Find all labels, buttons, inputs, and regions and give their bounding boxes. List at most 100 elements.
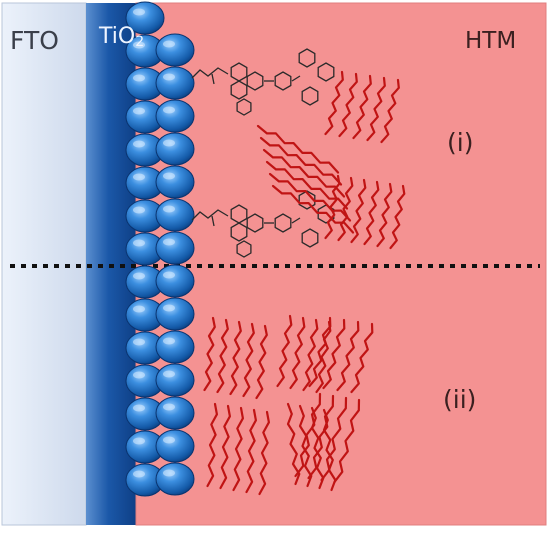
sphere-highlight (133, 8, 145, 16)
bond (291, 75, 301, 82)
sphere-highlight (163, 436, 175, 444)
tio2-sphere (155, 198, 195, 232)
ring (298, 190, 316, 210)
polymer-chain (336, 320, 360, 392)
polymer-chain (376, 182, 393, 248)
polymer-chain (308, 316, 332, 388)
polymer-chain (352, 74, 372, 140)
sphere-highlight (133, 470, 145, 478)
ring (317, 62, 335, 82)
sphere-highlight (163, 370, 175, 378)
htm-polymer-chains (203, 70, 406, 496)
case-ii-label: (ii) (443, 385, 477, 414)
tio2-sphere (155, 132, 195, 166)
sphere-highlight (163, 469, 175, 477)
tio2-sphere (155, 264, 195, 298)
polymer-chain (258, 410, 270, 496)
tio2-sphere (155, 462, 195, 496)
polymer-chain (366, 76, 386, 142)
polymer-chain (333, 398, 361, 484)
polymer-chain (315, 320, 332, 394)
sphere-highlight (163, 139, 175, 147)
tio2-sphere (155, 66, 195, 100)
polymer-chain (229, 320, 242, 396)
polymer-chain (350, 178, 367, 244)
polymer-chain (320, 396, 348, 482)
sphere-highlight (133, 74, 145, 82)
sphere-highlight (133, 437, 145, 445)
tio2-nanoparticles (125, 1, 195, 497)
tio2-sphere (155, 330, 195, 364)
sphere-highlight (163, 172, 175, 180)
polymer-chain (338, 72, 358, 138)
cyano-group (211, 215, 215, 227)
tio2-label: TiO2 (99, 24, 144, 50)
sphere-highlight (133, 206, 145, 214)
anchor-chain (191, 209, 229, 221)
sphere-highlight (163, 337, 175, 345)
sphere-highlight (133, 107, 145, 115)
polymer-chain (322, 318, 346, 390)
polymer-chain (219, 404, 231, 490)
polymer-chain (298, 404, 313, 488)
tio2-sphere (155, 429, 195, 463)
sphere-highlight (133, 41, 145, 49)
ring (236, 240, 252, 258)
polymer-chain (206, 402, 218, 488)
polymer-chain (286, 402, 301, 486)
polymer-chain (389, 184, 406, 250)
polymer-chain (256, 124, 340, 174)
sphere-highlight (133, 173, 145, 181)
polymer-chain (324, 70, 344, 136)
sphere-highlight (163, 205, 175, 213)
sphere-highlight (163, 238, 175, 246)
fto-label: FTO (10, 26, 59, 55)
sphere-highlight (133, 338, 145, 346)
ring (246, 213, 264, 233)
sphere-highlight (163, 40, 175, 48)
cyano-group (211, 73, 215, 85)
polymer-chain (380, 78, 400, 144)
tio2-sphere (155, 396, 195, 430)
polymer-chain (363, 180, 380, 246)
dye-molecule (191, 190, 335, 258)
sphere-highlight (163, 271, 175, 279)
polymer-chain (302, 318, 319, 392)
sphere-highlight (163, 106, 175, 114)
polymer-chain (203, 316, 216, 392)
sphere-highlight (163, 304, 175, 312)
ring (301, 86, 319, 106)
polymer-chain (255, 324, 268, 400)
ring (298, 48, 316, 68)
case-i-label: (i) (447, 128, 474, 157)
polymer-chain (259, 136, 343, 186)
polymer-chain (294, 392, 322, 478)
sphere-highlight (133, 404, 145, 412)
ring (274, 71, 292, 91)
polymer-chain (232, 406, 244, 492)
ring (246, 71, 264, 91)
tio2-sphere (155, 165, 195, 199)
sphere-highlight (133, 305, 145, 313)
tio2-sphere (155, 33, 195, 67)
dye-molecules (191, 48, 335, 258)
ring (317, 204, 335, 224)
polymer-chain (242, 322, 255, 398)
sphere-highlight (133, 272, 145, 280)
sphere-highlight (133, 239, 145, 247)
dye-molecule (191, 48, 335, 116)
tio2-label-main: TiO (99, 24, 136, 49)
tio2-sphere (155, 231, 195, 265)
polymer-chain (337, 176, 354, 242)
ring (301, 228, 319, 248)
ring (236, 98, 252, 116)
sphere-highlight (133, 140, 145, 148)
bond (291, 217, 301, 224)
htm-label: HTM (465, 28, 517, 54)
tio2-label-subscript: 2 (135, 34, 145, 50)
polymer-chain (350, 322, 374, 394)
polymer-chain (271, 184, 355, 234)
sphere-highlight (163, 403, 175, 411)
